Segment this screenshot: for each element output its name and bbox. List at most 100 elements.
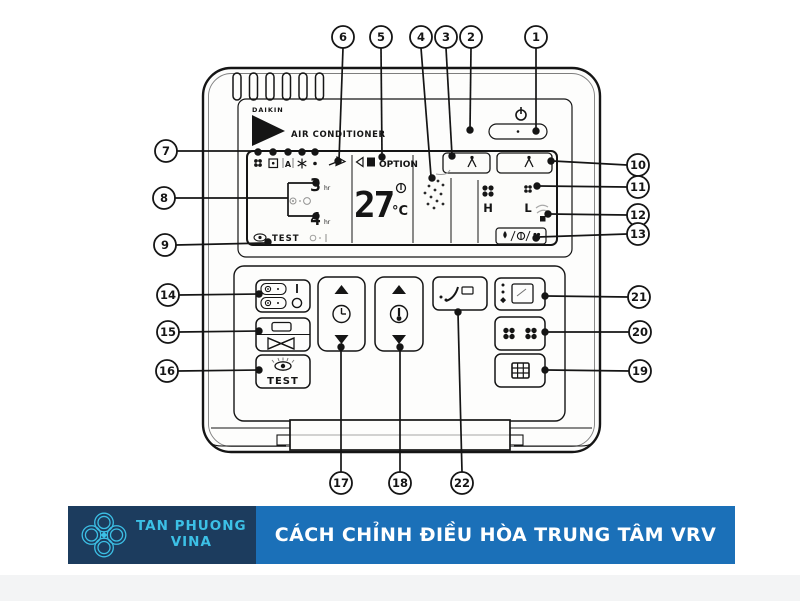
timer-on-off-icon [289,197,311,205]
person-icon [524,155,534,168]
callout-1-dot [532,127,540,135]
power-button-dot [516,130,520,133]
filter-grid-icon [511,362,530,379]
callout-5-number: 5 [377,30,385,44]
callout-20-number: 20 [632,325,648,339]
swing-indicator-box [442,152,491,174]
callout-2-line [469,47,472,131]
timer-rocker-button [317,276,366,352]
callout-6-number: 6 [339,30,347,44]
callout-17-dot [337,343,345,351]
callout-2-number: 2 [467,30,475,44]
callout-10-number: 10 [630,158,646,172]
mode-cool-snowflake-icon [297,158,307,169]
callout-19-dot [541,366,549,374]
footer-strip [0,575,800,601]
callout-2-dot [466,126,474,134]
temperature-unit: °C [392,204,408,219]
down-arrow-icon [334,335,349,344]
callout-19-number: 19 [632,364,648,378]
filter-button [494,353,546,388]
callout-16-line [177,369,261,372]
bottom-banner: TAN PHUONG VINA CÁCH CHỈNH ĐIỀU HÒA TRUN… [68,506,735,564]
degree-power-icon [395,182,407,194]
louver-icon [271,321,292,332]
down-arrow-icon [392,335,406,344]
droplet-icon [503,231,507,239]
callout-3-circle [434,25,458,49]
fan-icon [503,327,515,340]
mode-fan-icon [254,159,262,167]
callout-3-dot [448,152,456,160]
callout-7-circle [154,139,178,163]
ventilation-button [255,317,311,352]
callout-7-dot [254,148,262,156]
callout-22-number: 22 [454,476,470,490]
brand-label: DAIKIN [252,106,284,114]
callout-11-circle [626,175,650,199]
callout-13-line [537,233,628,238]
test-indicator-label: TEST [272,234,300,244]
callout-8-number: 8 [160,191,168,205]
banner-title: CÁCH CHỈNH ĐIỀU HÒA TRUNG TÂM VRV [274,524,717,546]
fan-low-label: L [524,201,532,215]
callout-21-number: 21 [631,290,647,304]
person-icon [467,155,477,168]
callout-6-line [338,47,344,161]
callout-18-number: 18 [392,476,408,490]
callout-10-line [552,160,628,166]
timer-onoff-button [255,279,311,313]
callout-1-number: 1 [532,30,540,44]
fan-icon [525,327,537,340]
callout-22-line [457,312,463,473]
fan-high-icon [482,185,494,197]
fan-low-icon [524,185,532,193]
callout-17-circle [329,471,353,495]
callout-7-number: 7 [162,144,170,158]
timer-unit: hr [324,219,331,226]
company-name-line2: VINA [170,534,212,550]
callout-7-dot [284,148,292,156]
test-button: TEST [255,354,311,389]
callout-16-dot [255,366,263,374]
mode-square-icon [511,283,534,304]
callout-6-dot [334,157,342,165]
callout-7-dot [311,148,319,156]
callout-20-dot [541,328,549,336]
callout-22-dot [454,308,462,316]
callout-15-line [178,330,261,333]
fan-speed-button [494,316,546,351]
callout-7-dot [269,148,277,156]
mode-auto-icon: A [282,158,294,169]
up-arrow-icon [334,285,349,294]
test-indicator: TEST [253,233,327,244]
callout-5-line [380,47,383,157]
temperature-value: 27 [354,185,393,226]
callout-9-dot [264,238,272,246]
callout-13-dot [532,234,540,242]
clock-icon [332,304,351,324]
upper-panel [237,98,573,258]
callout-11-dot [533,182,541,190]
fan-high-label: H [483,201,493,215]
callout-15-dot [255,327,263,335]
callout-15-circle [156,320,180,344]
thermometer-icon [389,304,409,324]
callout-4-circle [409,25,433,49]
callout-16-circle [155,359,179,383]
callout-4-dot [428,174,436,182]
callout-8-dot [312,212,320,220]
callout-14-number: 14 [160,288,176,302]
callout-19-circle [628,359,652,383]
callout-10-dot [547,157,555,165]
callout-16-number: 16 [159,364,175,378]
company-name: TAN PHUONG VINA [136,519,247,550]
defrost-icon [516,231,526,241]
callout-2-circle [459,25,483,49]
vent-slots-icon [232,72,325,101]
swing-button [432,276,488,311]
callout-12-number: 12 [630,208,646,222]
callout-13-number: 13 [630,227,646,241]
